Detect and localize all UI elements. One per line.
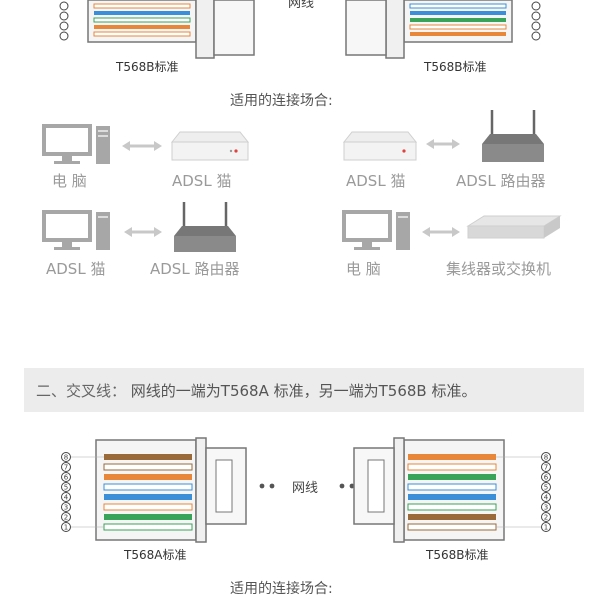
left-pin-numbers: 8 7 6 5 4 3 2 1	[61, 452, 104, 532]
top-connectors	[59, 0, 541, 59]
scenario2-right-label: ADSL 路由器	[456, 172, 546, 190]
crossover-banner-prefix: 二、交叉线：	[36, 382, 127, 400]
scenario1-right-label: ADSL 猫	[172, 172, 232, 190]
cable-ellipsis-icon	[259, 483, 355, 489]
double-arrow-icon	[426, 139, 460, 149]
pin-number-label: 7	[544, 464, 548, 472]
switch-icon	[466, 215, 562, 239]
pin-number-label: 7	[64, 464, 68, 472]
pin-number-label: 6	[64, 474, 69, 482]
scenario3-left-label: ADSL 猫	[46, 260, 106, 278]
pin-number-label: 5	[64, 484, 68, 492]
left-t568a-connector	[95, 437, 247, 543]
crossover-connectors: 8 7 6 5 4 3 2 1 8 7 6 5 4 3 2 1	[61, 437, 551, 543]
computer-icon	[42, 210, 110, 250]
scenario1-graphic	[42, 124, 250, 164]
right-pin-numbers: 8 7 6 5 4 3 2 1	[496, 452, 551, 532]
top-right-connector	[345, 0, 541, 59]
top-right-standard-label: T568B标准	[424, 60, 487, 74]
adsl-modem-icon	[342, 131, 418, 161]
section2-caption: 适用的连接场合:	[230, 581, 333, 597]
pin-number-label: 1	[544, 524, 548, 532]
scenario2-graphic	[342, 110, 544, 162]
pin-number-label: 6	[544, 474, 549, 482]
crossover-right-standard-label: T568B标准	[426, 548, 489, 562]
pin-number-label: 2	[64, 514, 68, 522]
router-icon	[174, 202, 236, 252]
pin-number-label: 8	[64, 454, 68, 462]
scenario3-right-label: ADSL 路由器	[150, 260, 240, 278]
scenario4-right-label: 集线器或交换机	[446, 260, 552, 278]
computer-icon	[42, 124, 110, 164]
double-arrow-icon	[422, 227, 460, 237]
crossover-banner-text: 二、交叉线： 网线的一端为T568A 标准，另一端为T568B 标准。	[36, 380, 476, 401]
scenario3-graphic	[42, 202, 236, 252]
scenario1-left-label: 电 脑	[52, 172, 87, 190]
pin-number-label: 1	[64, 524, 68, 532]
pin-number-label: 4	[544, 494, 549, 502]
top-cable-label: 网线	[288, 0, 315, 11]
scenario4-left-label: 电 脑	[346, 260, 381, 278]
crossover-cable-label: 网线	[292, 481, 319, 496]
double-arrow-icon	[124, 227, 162, 237]
top-left-standard-label: T568B标准	[116, 60, 179, 74]
section1-caption: 适用的连接场合:	[230, 93, 333, 109]
crossover-banner-description: 网线的一端为T568A 标准，另一端为T568B 标准。	[130, 382, 477, 400]
crossover-left-standard-label: T568A标准	[124, 548, 187, 562]
pin-number-label: 3	[544, 504, 548, 512]
pin-number-label: 2	[544, 514, 548, 522]
computer-icon	[342, 210, 410, 250]
crossover-banner	[24, 368, 584, 412]
pin-number-label: 8	[544, 454, 548, 462]
scenario2-left-label: ADSL 猫	[346, 172, 406, 190]
pin-number-label: 5	[544, 484, 548, 492]
right-t568b-connector	[353, 437, 505, 543]
adsl-modem-icon	[170, 131, 250, 161]
top-left-connector	[59, 0, 255, 59]
pin-number-label: 4	[64, 494, 69, 502]
double-arrow-icon	[122, 141, 162, 151]
scenario4-graphic	[342, 210, 562, 250]
pin-number-label: 3	[64, 504, 68, 512]
router-icon	[482, 110, 544, 162]
